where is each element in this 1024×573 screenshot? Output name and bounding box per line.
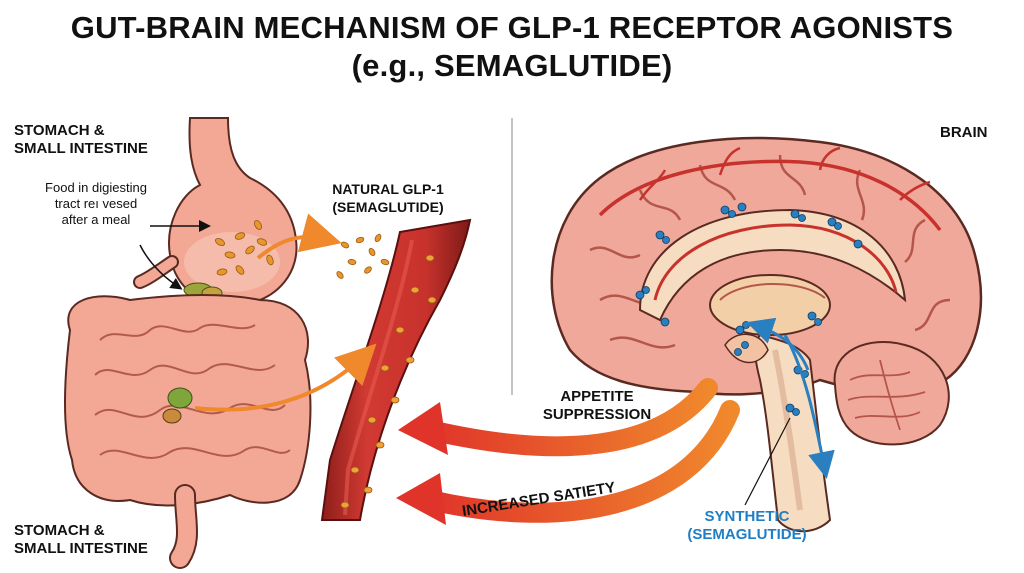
semaglutide-arrow-down bbox=[783, 334, 835, 479]
stomach-label-bottom-line2: SMALL INTESTINE bbox=[14, 540, 148, 557]
food-note-line2: tract reı vesed bbox=[54, 196, 138, 211]
natural-glp1-line1: NATURAL GLP-1 bbox=[332, 181, 444, 197]
intestine-illustration bbox=[64, 294, 312, 569]
food-note-line1: Food in digiesting bbox=[45, 180, 147, 195]
brain-illustration bbox=[550, 136, 983, 533]
appetite-line1: APPETITE bbox=[560, 388, 634, 405]
food-note: Food in digiesting tract reı vesed after… bbox=[26, 180, 166, 228]
stomach-label-top-line2: SMALL INTESTINE bbox=[14, 140, 148, 157]
synthetic-line2: (SEMAGLUTIDE) bbox=[687, 526, 807, 543]
food-pointer-arrow-2 bbox=[139, 244, 183, 290]
stomach-label-top: STOMACH & SMALL INTESTINE bbox=[14, 122, 148, 158]
appetite-suppression-arrow bbox=[398, 378, 718, 457]
stomach-label-bottom: STOMACH & SMALL INTESTINE bbox=[14, 522, 148, 558]
page-title: GUT-BRAIN MECHANISM OF GLP-1 RECEPTOR AG… bbox=[70, 10, 954, 45]
appetite-line2: SUPPRESSION bbox=[542, 406, 652, 423]
natural-glp1-line2: (SEMAGLUTIDE) bbox=[332, 199, 444, 215]
brain-label: BRAIN bbox=[940, 124, 988, 141]
food-note-line3: after a meal bbox=[61, 212, 131, 227]
stomach-label-bottom-line1: STOMACH & bbox=[14, 522, 105, 539]
stomach-illustration bbox=[133, 117, 298, 307]
stomach-label-top-line1: STOMACH & bbox=[14, 122, 105, 139]
page-subtitle: (e.g., SEMAGLUTIDE) bbox=[351, 48, 673, 83]
synthetic-line1: SYNTHETIC bbox=[704, 508, 790, 525]
intestine-release-arrow bbox=[194, 343, 377, 412]
release-arrow bbox=[256, 213, 342, 260]
glp1-particles-stomach bbox=[215, 220, 274, 276]
glp1-particles-released bbox=[336, 233, 390, 279]
appetite-suppression-label: APPETITE SUPPRESSION bbox=[522, 388, 672, 424]
increased-satiety-arrow bbox=[396, 400, 740, 525]
synthetic-pointer-line bbox=[744, 417, 791, 506]
synthetic-semaglutide-label: SYNTHETIC (SEMAGLUTIDE) bbox=[672, 508, 822, 544]
natural-glp1-label: NATURAL GLP-1 (SEMAGLUTIDE) bbox=[318, 180, 458, 216]
blood-vessel bbox=[320, 218, 472, 521]
